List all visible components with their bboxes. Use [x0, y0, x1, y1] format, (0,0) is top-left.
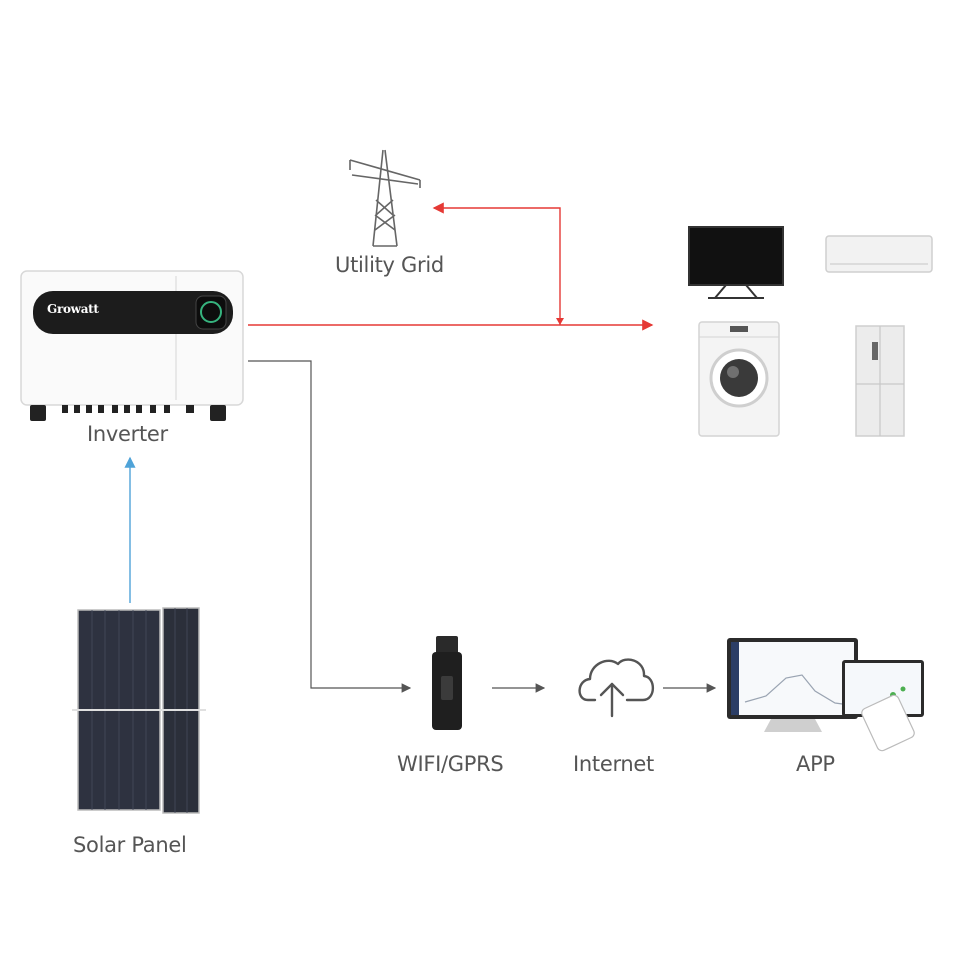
data-flow-lines	[248, 361, 715, 688]
wifi-dongle-icon	[432, 636, 462, 730]
refrigerator-icon	[856, 326, 904, 436]
cloud-upload-icon	[580, 660, 653, 716]
solar-panel-label: Solar Panel	[73, 833, 187, 857]
app-devices-icon	[727, 638, 924, 752]
solar-panel-icon	[72, 608, 206, 813]
internet-label: Internet	[573, 752, 654, 776]
inverter-to-wifi-line	[248, 361, 410, 688]
app-label: APP	[796, 752, 835, 776]
grid-junction-arrow	[556, 318, 564, 325]
grid-feed-line	[434, 208, 560, 325]
tv-icon	[689, 227, 783, 298]
transmission-tower-icon	[350, 150, 420, 246]
inverter-brand-logo: Growatt	[47, 302, 99, 316]
power-flow-lines	[248, 208, 652, 325]
inverter-label: Inverter	[87, 422, 168, 446]
wifi-gprs-label: WIFI/GPRS	[397, 752, 503, 776]
utility-grid-label: Utility Grid	[335, 253, 444, 277]
washing-machine-icon	[699, 322, 779, 436]
inverter-unit	[21, 271, 243, 421]
air-conditioner-icon	[826, 236, 932, 272]
